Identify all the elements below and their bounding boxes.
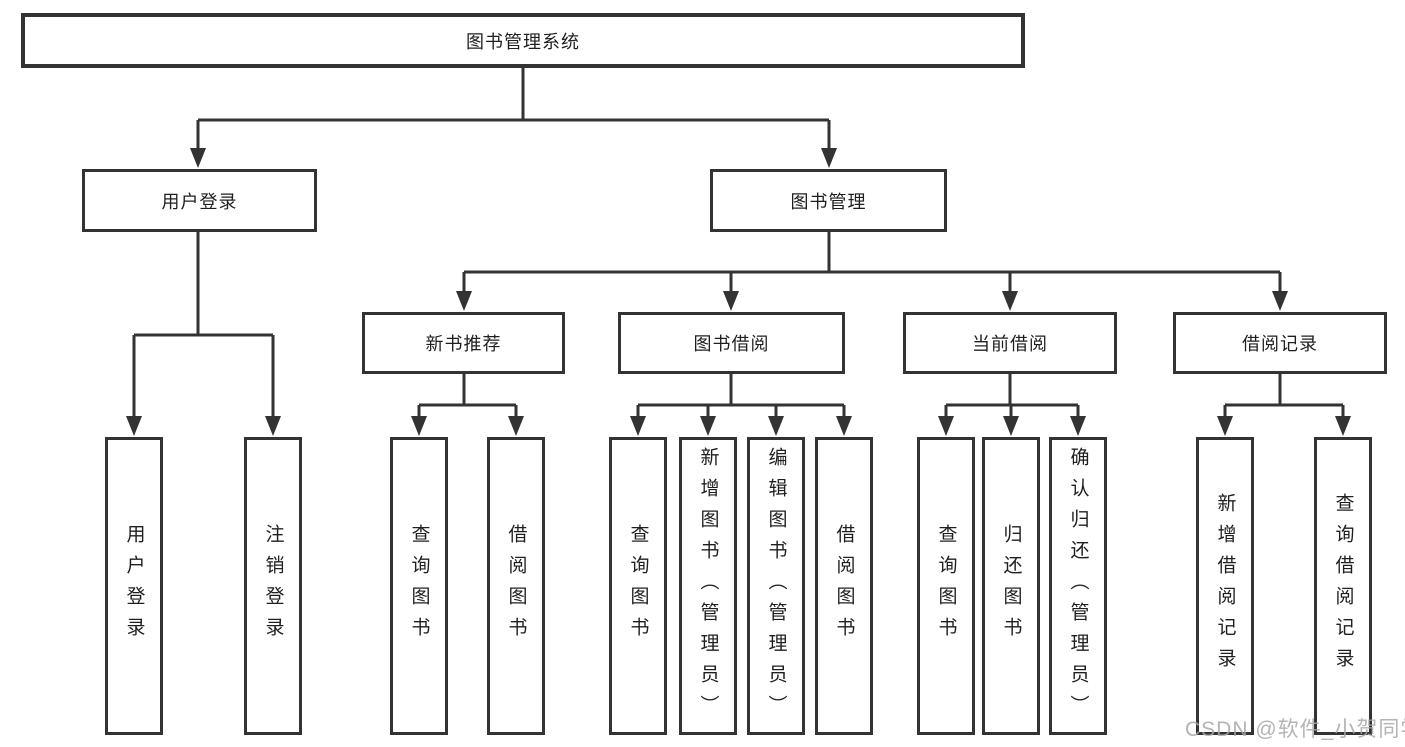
node-root-label: 图书管理系统 — [466, 31, 580, 52]
node-leaf-logout: 注销登录 — [244, 437, 302, 735]
node-leaf-borrow-books-borrowing-label: 借阅图书 — [833, 524, 855, 648]
node-new-book-recommendation-label: 新书推荐 — [425, 334, 502, 354]
node-leaf-confirm-return-admin-label: 确认归还（管理员） — [1067, 446, 1089, 726]
node-leaf-edit-books-admin-label: 编辑图书（管理员） — [765, 446, 787, 726]
node-leaf-add-books-admin-label: 新增图书（管理员） — [697, 446, 719, 726]
node-leaf-query-borrow-record-label: 查询借阅记录 — [1332, 493, 1354, 679]
node-leaf-query-books-current: 查询图书 — [917, 437, 975, 735]
node-leaf-add-books-admin: 新增图书（管理员） — [679, 437, 737, 735]
node-leaf-add-borrow-record-label: 新增借阅记录 — [1214, 493, 1236, 679]
connector-arrows — [126, 148, 1351, 436]
node-leaf-edit-books-admin: 编辑图书（管理员） — [747, 437, 805, 735]
node-current-borrowing-label: 当前借阅 — [972, 334, 1048, 354]
node-borrowing-records: 借阅记录 — [1173, 312, 1387, 374]
node-leaf-add-borrow-record: 新增借阅记录 — [1196, 437, 1254, 735]
node-book-management-label: 图书管理 — [790, 191, 867, 212]
node-leaf-borrow-books-recommend-label: 借阅图书 — [505, 524, 527, 648]
node-leaf-query-books-recommend-label: 查询图书 — [408, 524, 430, 648]
node-leaf-return-books-label: 归还图书 — [1000, 524, 1022, 648]
node-leaf-borrow-books-recommend: 借阅图书 — [487, 437, 545, 735]
node-leaf-borrow-books-borrowing: 借阅图书 — [815, 437, 873, 735]
node-leaf-query-borrow-record: 查询借阅记录 — [1314, 437, 1372, 735]
node-leaf-query-books-current-label: 查询图书 — [935, 524, 957, 648]
node-book-borrowing: 图书借阅 — [618, 312, 845, 374]
node-book-management: 图书管理 — [710, 169, 947, 232]
csdn-watermark: CSDN @软件_小贺同学 — [1185, 718, 1405, 741]
node-leaf-confirm-return-admin: 确认归还（管理员） — [1049, 437, 1107, 735]
node-leaf-user-login: 用户登录 — [105, 437, 163, 735]
node-book-borrowing-label: 图书借阅 — [693, 334, 770, 354]
node-leaf-query-books-borrowing-label: 查询图书 — [627, 524, 649, 648]
node-leaf-logout-label: 注销登录 — [262, 524, 284, 648]
node-new-book-recommendation: 新书推荐 — [362, 312, 565, 374]
node-leaf-return-books: 归还图书 — [982, 437, 1040, 735]
node-leaf-query-books-borrowing: 查询图书 — [609, 437, 667, 735]
node-current-borrowing: 当前借阅 — [903, 312, 1117, 374]
node-root: 图书管理系统 — [21, 13, 1025, 68]
node-user-login-label: 用户登录 — [161, 191, 238, 212]
node-leaf-user-login-label: 用户登录 — [123, 524, 145, 648]
node-leaf-query-books-recommend: 查询图书 — [390, 437, 448, 735]
node-borrowing-records-label: 借阅记录 — [1242, 334, 1318, 354]
node-user-login: 用户登录 — [82, 169, 317, 232]
